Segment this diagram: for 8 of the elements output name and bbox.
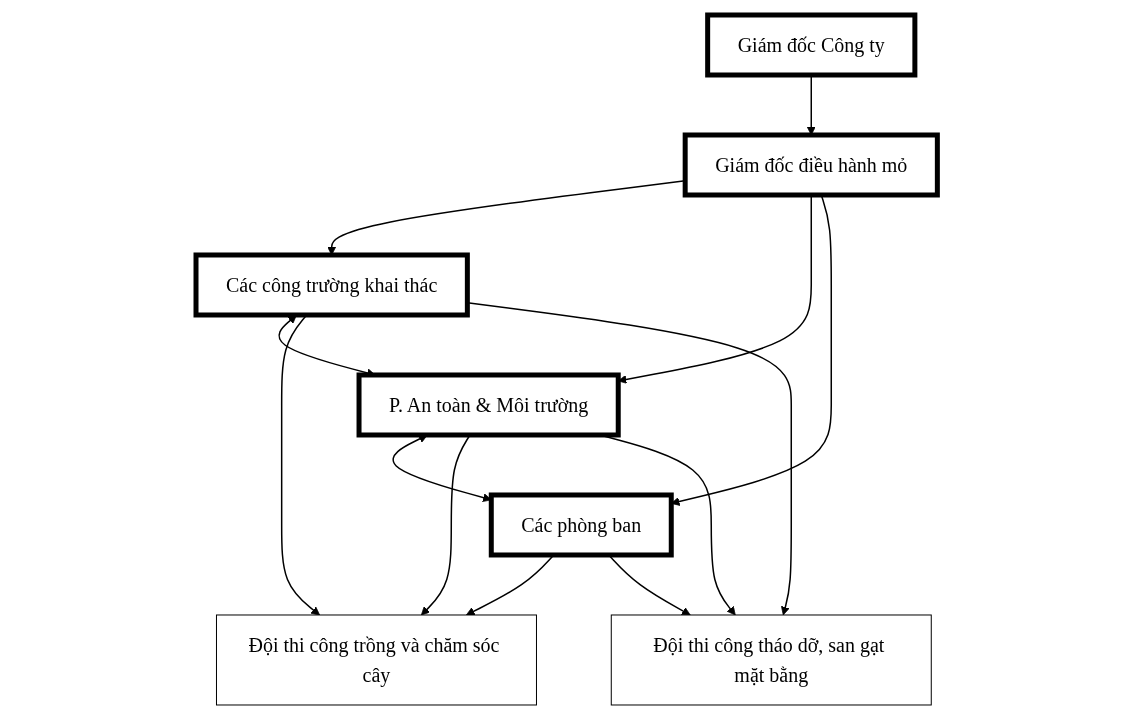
node-box: Giám đốc Công ty — [705, 12, 918, 78]
node-box: Đội thi công trồng và chăm sóc cây — [216, 614, 538, 706]
node-box: Các phòng ban — [489, 492, 675, 558]
arrow — [466, 301, 793, 616]
node-box: P. An toàn & Môi trường — [356, 372, 622, 438]
node-box: Các công trường khai thác — [193, 252, 471, 318]
node-box: Giám đốc điều hành mỏ — [683, 132, 941, 198]
node-box: Đội thi công tháo dỡ, san gạt mặt bằng — [611, 614, 933, 706]
